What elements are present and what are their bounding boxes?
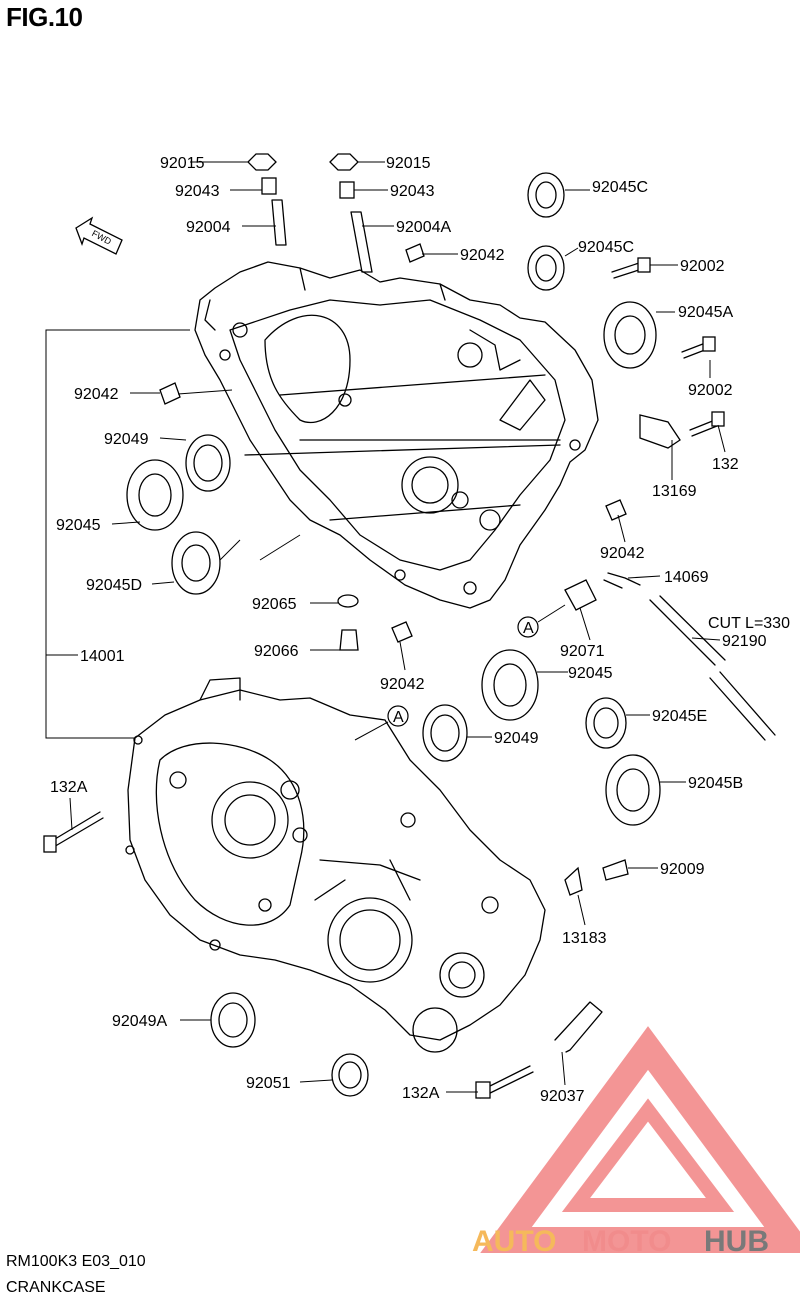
label-13169: 13169: [652, 483, 697, 500]
label-92015b: 92015: [386, 155, 431, 172]
label-92042-mid: 92042: [380, 676, 425, 693]
label-92015a: 92015: [160, 155, 205, 172]
label-92045A: 92045A: [678, 304, 733, 321]
label-92071: 92071: [560, 643, 605, 660]
label-92045E: 92045E: [652, 708, 707, 725]
leader-lines: [69, 161, 726, 1093]
watermark-moto: MOTO: [582, 1225, 671, 1258]
label-92066: 92066: [254, 643, 299, 660]
label-cut-length: CUT L=330: [708, 615, 790, 632]
label-92043a: 92043: [175, 183, 220, 200]
watermark-hub: HUB: [704, 1225, 769, 1258]
label-92043b: 92043: [390, 183, 435, 200]
label-92002-a: 92002: [680, 258, 725, 275]
label-92002-b: 92002: [688, 382, 733, 399]
part-labels: 92015 92015 92043 92043 92004 92004A 920…: [50, 155, 790, 1105]
label-92190: 92190: [722, 633, 767, 650]
label-92045-mid: 92045: [568, 665, 613, 682]
watermark-logo: AUTO MOTO HUB: [472, 1026, 800, 1258]
label-92049-mid: 92049: [494, 730, 539, 747]
label-92045-left: 92045: [56, 517, 101, 534]
figure-title: FIG.10: [6, 2, 83, 32]
callout-a-upper: A: [517, 604, 566, 638]
svg-text:A: A: [393, 709, 404, 726]
label-132A-bottom: 132A: [402, 1085, 440, 1102]
label-92045B: 92045B: [688, 775, 743, 792]
label-92049-top: 92049: [104, 431, 149, 448]
label-13183: 13183: [562, 930, 607, 947]
upper-crankcase-half: [194, 261, 599, 609]
label-14001: 14001: [80, 648, 125, 665]
label-92009: 92009: [660, 861, 705, 878]
top-fasteners: [159, 153, 627, 643]
lower-crankcase-half: [125, 677, 546, 1053]
label-92037: 92037: [540, 1088, 585, 1105]
label-92004: 92004: [186, 219, 231, 236]
label-92045D: 92045D: [86, 577, 142, 594]
label-92042-top: 92042: [460, 247, 505, 264]
label-92045C-a: 92045C: [592, 179, 648, 196]
label-92042-right: 92042: [600, 545, 645, 562]
label-92042-left: 92042: [74, 386, 119, 403]
label-132: 132: [712, 456, 739, 473]
diagram-code: RM100K3 E03_010: [6, 1253, 146, 1270]
label-92004A: 92004A: [396, 219, 451, 236]
label-92065: 92065: [252, 596, 297, 613]
watermark-triangle-icon: [480, 1026, 800, 1253]
label-14069: 14069: [664, 569, 709, 586]
bolts-and-hoses: [43, 257, 776, 1099]
watermark-auto: AUTO: [472, 1225, 556, 1258]
diagram-caption: CRANKCASE: [6, 1279, 106, 1296]
callout-a-lower: A: [354, 705, 409, 741]
bearings-and-seals: [126, 172, 661, 1097]
label-92045C-b: 92045C: [578, 239, 634, 256]
fwd-arrow-icon: FWD: [75, 216, 123, 255]
svg-text:A: A: [523, 620, 534, 637]
label-132A-left: 132A: [50, 779, 88, 796]
label-92049A: 92049A: [112, 1013, 167, 1030]
label-92051: 92051: [246, 1075, 291, 1092]
